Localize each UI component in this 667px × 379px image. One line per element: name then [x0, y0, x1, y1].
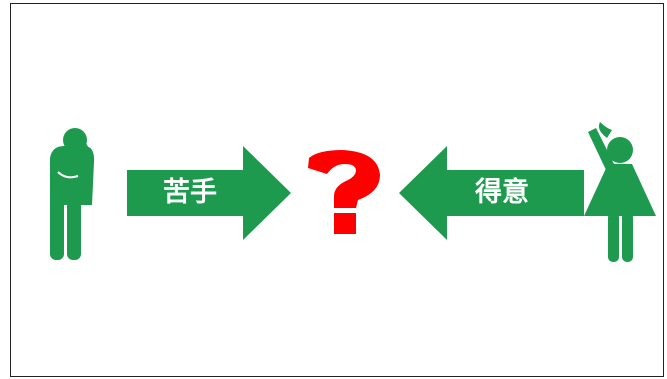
left-arrow [127, 146, 291, 240]
question-mark-icon [308, 150, 380, 234]
right-arrow [399, 146, 584, 240]
left-arrow-label: 苦手 [163, 177, 217, 208]
arm-outline [57, 171, 79, 179]
embarrassed-person-icon [50, 128, 95, 260]
right-arrow-label: 得意 [475, 177, 529, 208]
confident-girl-icon [584, 122, 656, 262]
